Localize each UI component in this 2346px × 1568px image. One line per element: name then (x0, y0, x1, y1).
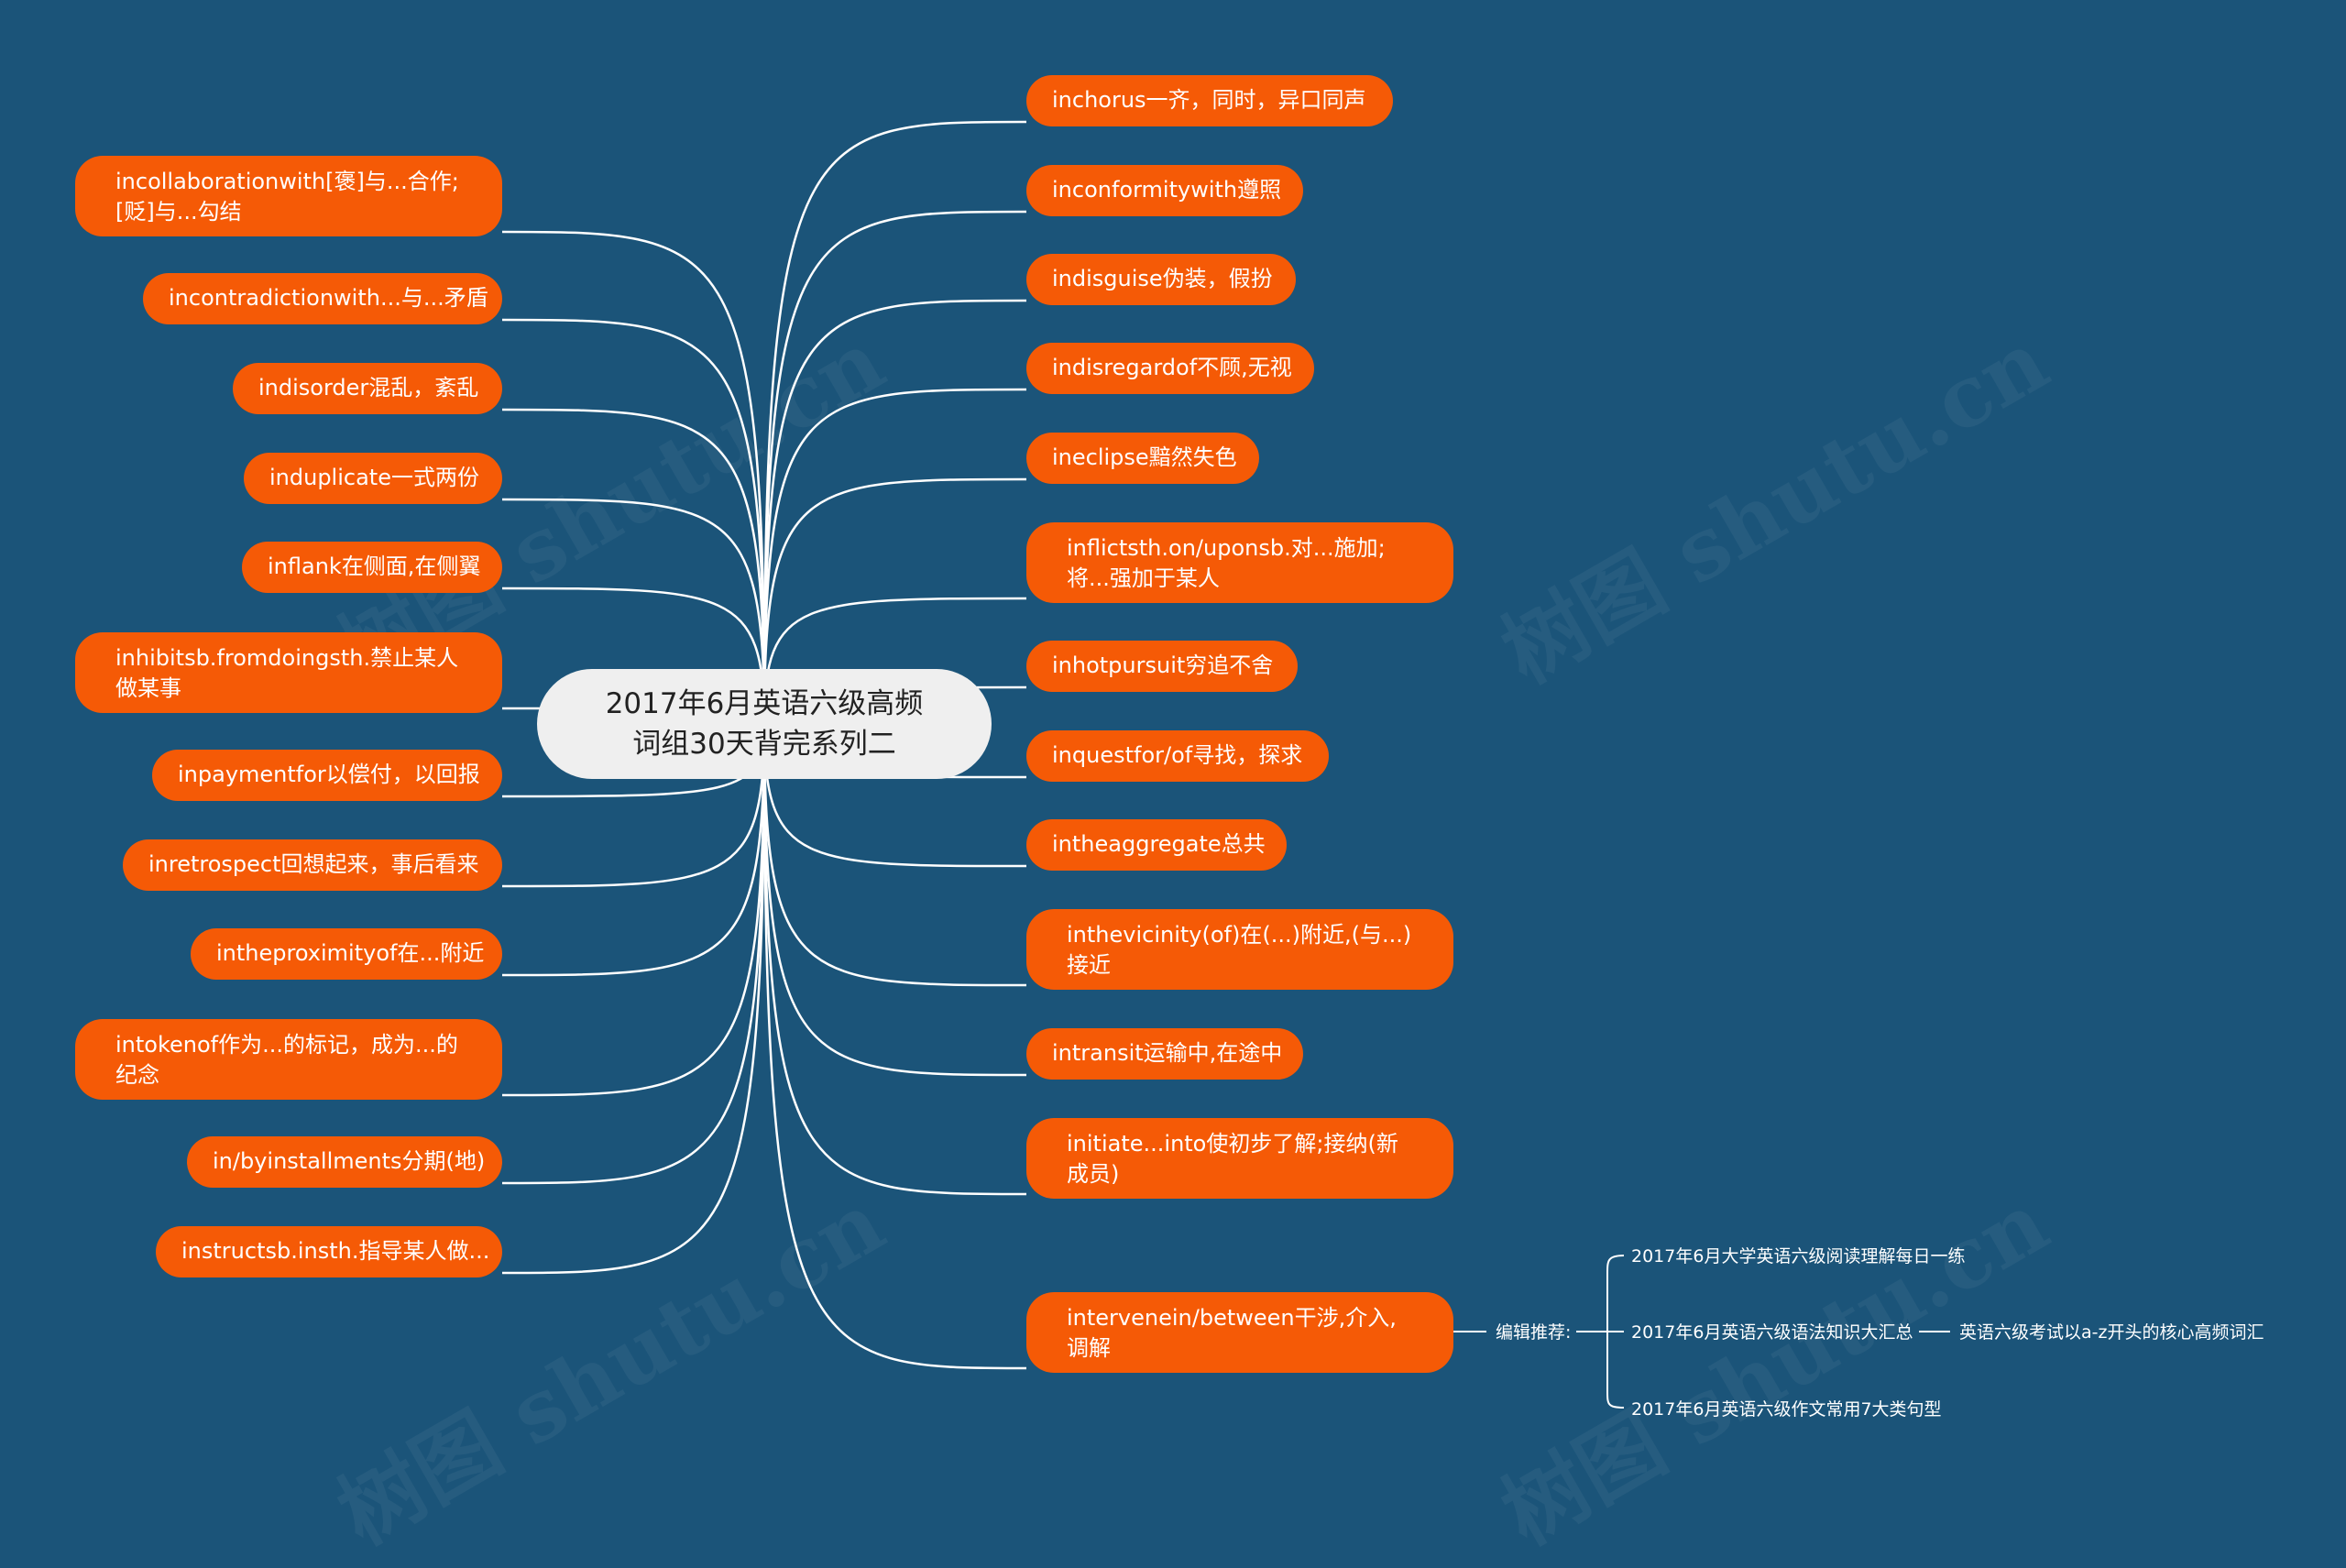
left-node[interactable]: incontradictionwith...与...矛盾 (143, 273, 502, 324)
left-node[interactable]: intokenof作为...的标记，成为...的纪念 (75, 1019, 502, 1100)
left-node[interactable]: indisorder混乱，紊乱 (233, 363, 502, 414)
branch-connector (762, 210, 1027, 725)
recommend-item[interactable]: 2017年6月英语六级作文常用7大类句型 (1631, 1399, 1942, 1420)
left-node[interactable]: intheproximityof在...附近 (191, 928, 502, 980)
branch-connector (501, 498, 766, 725)
right-node[interactable]: ineclipse黯然失色 (1026, 433, 1259, 484)
branch-connector (501, 723, 766, 1275)
branch-connector (501, 408, 766, 725)
branch-connector (762, 120, 1027, 725)
right-node[interactable]: inhotpursuit穷追不舍 (1026, 641, 1298, 692)
branch-connector (762, 388, 1027, 725)
branch-connector (501, 723, 766, 1097)
left-node[interactable]: inpaymentfor以偿付，以回报 (152, 750, 502, 801)
right-node[interactable]: intervenein/between干涉,介入,调解 (1026, 1292, 1453, 1373)
central-topic-line-2: 词组30天背完系列二 (632, 728, 896, 761)
branch-connector (762, 299, 1027, 725)
right-node[interactable]: inthevicinity(of)在(...)附近,(与...)接近 (1026, 909, 1453, 990)
right-node[interactable]: intheaggregate总共 (1026, 819, 1287, 871)
branch-connector (501, 723, 766, 1185)
left-node[interactable]: induplicate一式两份 (244, 453, 502, 504)
central-topic[interactable]: 2017年6月英语六级高频 词组30天背完系列二 (537, 669, 992, 779)
right-node[interactable]: indisguise伪装，假扮 (1026, 254, 1296, 305)
right-node[interactable]: inconformitywith遵照 (1026, 165, 1303, 216)
left-node[interactable]: incollaborationwith[褒]与...合作;[贬]与...勾结 (75, 156, 502, 236)
branch-connector (501, 723, 766, 888)
left-node[interactable]: instructsb.insth.指导某人做... (156, 1226, 502, 1277)
recommend-item[interactable]: 2017年6月英语六级语法知识大汇总 (1631, 1322, 1913, 1343)
branch-connector (501, 318, 766, 725)
right-node[interactable]: inquestfor/of寻找，探求 (1026, 730, 1329, 782)
right-node[interactable]: intransit运输中,在途中 (1026, 1028, 1303, 1080)
central-topic-line-1: 2017年6月英语六级高频 (605, 687, 924, 720)
right-node[interactable]: inchorus一齐，同时，异口同声 (1026, 75, 1393, 126)
recommend-item[interactable]: 2017年6月大学英语六级阅读理解每日一练 (1631, 1246, 1966, 1266)
branch-connector (501, 230, 766, 725)
left-node[interactable]: inhibitsb.fromdoingsth.禁止某人做某事 (75, 632, 502, 713)
branch-connector (501, 723, 766, 977)
right-node[interactable]: inflictsth.on/uponsb.对...施加;将...强加于某人 (1026, 522, 1453, 603)
recommend-extra-item[interactable]: 英语六级考试以a-z开头的核心高频词汇 (1959, 1322, 2264, 1343)
branch-connector (762, 723, 1027, 1196)
right-node[interactable]: indisregardof不顾,无视 (1026, 343, 1314, 394)
right-node[interactable]: initiate...into使初步了解;接纳(新成员) (1026, 1118, 1453, 1199)
left-node[interactable]: inretrospect回想起来，事后看来 (123, 839, 502, 891)
branch-connector (762, 477, 1027, 725)
branch-connector (762, 723, 1027, 1077)
left-node[interactable]: in/byinstallments分期(地) (187, 1136, 502, 1188)
branch-connector (762, 723, 1027, 1370)
branch-connector (762, 723, 1027, 987)
recommend-label: 编辑推荐: (1496, 1322, 1572, 1343)
left-node[interactable]: inflank在侧面,在侧翼 (242, 542, 502, 593)
